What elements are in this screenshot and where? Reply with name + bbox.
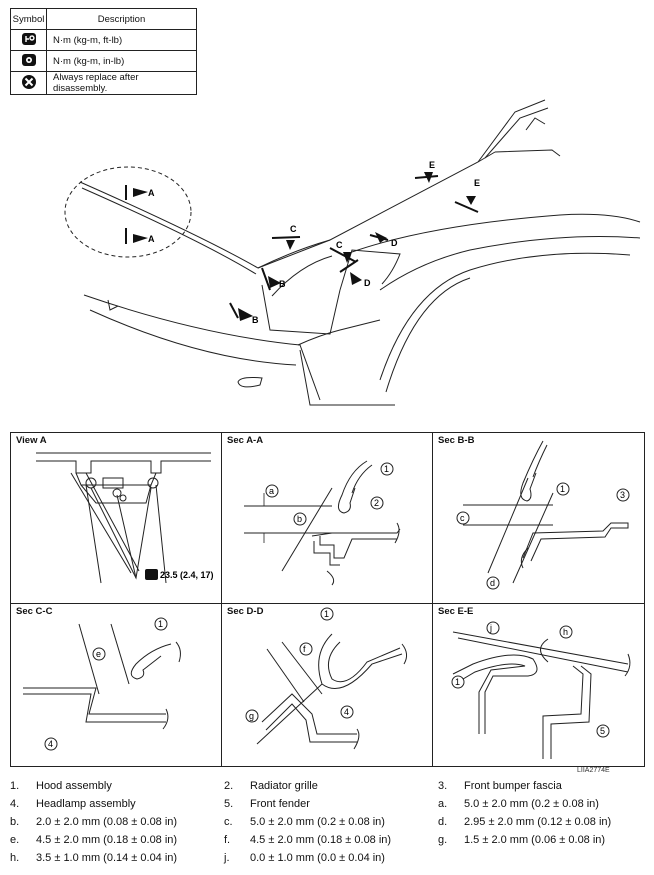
note-item: 4. Headlamp assembly <box>10 798 136 810</box>
note-value: Front fender <box>250 798 310 810</box>
note-value: 4.5 ± 2.0 mm (0.18 ± 0.08 in) <box>250 834 392 846</box>
note-item: j. 0.0 ± 1.0 mm (0.0 ± 0.04 in) <box>224 852 385 864</box>
section-label: E <box>474 178 480 188</box>
torque-wrench-icon <box>10 29 47 51</box>
note-value: 1.5 ± 2.0 mm (0.06 ± 0.08 in) <box>464 834 606 846</box>
note-key: j. <box>224 852 230 864</box>
panel-title: Sec E-E <box>438 606 474 617</box>
note-value: Headlamp assembly <box>36 798 136 810</box>
vehicle-front-overview: A A B B C C D D E E <box>64 99 641 406</box>
panel-view-a: View A 23.5 (2.4, 17) <box>10 432 222 604</box>
note-item: 3. Front bumper fascia <box>438 780 562 792</box>
note-value: 2.95 ± 2.0 mm (0.12 ± 0.08 in) <box>464 816 612 828</box>
section-label: D <box>391 238 398 248</box>
note-value: Front bumper fascia <box>464 780 562 792</box>
note-key: 4. <box>10 798 20 810</box>
torque-spec: 23.5 (2.4, 17) <box>160 570 214 580</box>
symbol-legend-table: Symbol Description N·m (kg-m, ft-lb) N·m… <box>10 8 197 95</box>
note-item: g. 1.5 ± 2.0 mm (0.06 ± 0.08 in) <box>438 834 605 846</box>
callout-label: 1 <box>324 609 329 619</box>
note-item: 5. Front fender <box>224 798 310 810</box>
panel-title: View A <box>16 435 47 446</box>
note-value: 4.5 ± 2.0 mm (0.18 ± 0.08 in) <box>36 834 178 846</box>
callout-label: f <box>303 644 306 654</box>
callout-label: 4 <box>48 739 53 749</box>
callout-label: a <box>269 486 274 496</box>
panel-sec-cc: Sec C-C e 1 4 <box>10 603 222 767</box>
panel-title: Sec A-A <box>227 435 264 446</box>
section-label: C <box>290 224 297 234</box>
callout-label: c <box>460 513 465 523</box>
callout-label: 4 <box>344 707 349 717</box>
callout-label: b <box>297 514 302 524</box>
callout-label: j <box>489 623 492 633</box>
panel-title: Sec D-D <box>227 606 264 617</box>
note-key: h. <box>10 852 20 864</box>
note-key: a. <box>438 798 448 810</box>
note-item: e. 4.5 ± 2.0 mm (0.18 ± 0.08 in) <box>10 834 177 846</box>
note-key: c. <box>224 816 233 828</box>
callout-label: 1 <box>560 484 565 494</box>
callout-label: d <box>490 578 495 588</box>
panel-title: Sec B-B <box>438 435 475 446</box>
panel-sec-aa: Sec A-A a b 1 2 <box>221 432 433 604</box>
note-item: a. 5.0 ± 2.0 mm (0.2 ± 0.08 in) <box>438 798 599 810</box>
note-item: d. 2.95 ± 2.0 mm (0.12 ± 0.08 in) <box>438 816 611 828</box>
note-key: 5. <box>224 798 234 810</box>
callout-label: 1 <box>455 677 460 687</box>
panel-sec-dd: Sec D-D f g 1 4 <box>221 603 433 767</box>
callout-label: e <box>96 649 101 659</box>
note-key: 1. <box>10 780 20 792</box>
note-value: 5.0 ± 2.0 mm (0.2 ± 0.08 in) <box>464 798 599 810</box>
callout-label: 2 <box>374 498 379 508</box>
note-item: c. 5.0 ± 2.0 mm (0.2 ± 0.08 in) <box>224 816 385 828</box>
replace-x-icon <box>10 71 47 95</box>
note-value: 0.0 ± 1.0 mm (0.0 ± 0.04 in) <box>250 852 385 864</box>
note-key: g. <box>438 834 448 846</box>
note-item: 2. Radiator grille <box>224 780 318 792</box>
note-value: 2.0 ± 2.0 mm (0.08 ± 0.08 in) <box>36 816 178 828</box>
callout-label: 5 <box>600 726 605 736</box>
callout-label: 3 <box>620 490 625 500</box>
panel-title: Sec C-C <box>16 606 53 617</box>
figure-code: LIIA2774E <box>577 767 610 774</box>
panel-sec-ee: Sec E-E j h 1 5 <box>432 603 645 767</box>
section-label: B <box>252 315 259 325</box>
note-value: Hood assembly <box>36 780 112 792</box>
panel-sec-bb: Sec B-B c d 1 3 <box>432 432 645 604</box>
section-label: D <box>364 278 371 288</box>
note-key: 2. <box>224 780 234 792</box>
callout-label: h <box>563 627 568 637</box>
note-item: h. 3.5 ± 1.0 mm (0.14 ± 0.04 in) <box>10 852 177 864</box>
note-value: Radiator grille <box>250 780 318 792</box>
note-item: 1. Hood assembly <box>10 780 112 792</box>
torque-wrench-icon <box>145 569 158 580</box>
section-label: A <box>148 234 155 244</box>
note-key: b. <box>10 816 20 828</box>
note-key: d. <box>438 816 448 828</box>
section-label: B <box>279 279 286 289</box>
section-label: C <box>336 240 343 250</box>
note-value: 3.5 ± 1.0 mm (0.14 ± 0.04 in) <box>36 852 178 864</box>
note-key: f. <box>224 834 231 846</box>
note-item: f. 4.5 ± 2.0 mm (0.18 ± 0.08 in) <box>224 834 391 846</box>
note-value: 5.0 ± 2.0 mm (0.2 ± 0.08 in) <box>250 816 385 828</box>
section-label: A <box>148 188 155 198</box>
legend-row-description: Always replace after disassembly. <box>46 71 197 95</box>
note-key: e. <box>10 834 20 846</box>
note-item: b. 2.0 ± 2.0 mm (0.08 ± 0.08 in) <box>10 816 177 828</box>
note-key: 3. <box>438 780 448 792</box>
callout-label: 1 <box>158 619 163 629</box>
callout-label: 1 <box>384 464 389 474</box>
callout-label: g <box>249 711 254 721</box>
section-label: E <box>429 160 435 170</box>
